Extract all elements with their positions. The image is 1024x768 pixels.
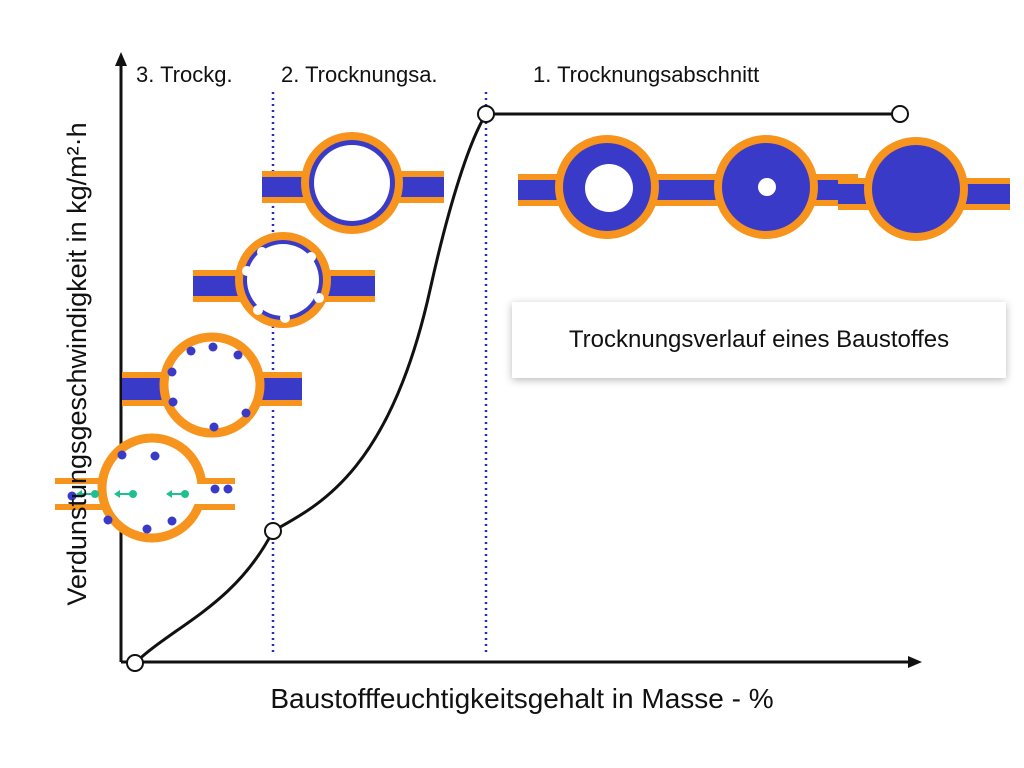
x-axis-arrow [908, 656, 922, 668]
vapor-arrow-icon [114, 490, 137, 498]
y-axis-arrow [115, 52, 127, 66]
stage-label-2: 2. Trocknungsa. [281, 62, 438, 87]
vapor-arrow-icon [76, 490, 99, 498]
pore-stage3-droplets [122, 332, 302, 438]
pore-stage3-evaporation [55, 433, 235, 543]
stage-label-3: 3. Trockg. [136, 62, 233, 87]
caption-text: Trocknungsverlauf eines Baustoffes [568, 326, 950, 353]
curve-point-transition-1-2 [477, 105, 495, 123]
curve-point-transition-2-3 [264, 522, 282, 540]
pore-stage1-saturated [838, 137, 1010, 241]
vapor-arrow-icon [166, 490, 189, 498]
stage-label-1: 1. Trocknungsabschnitt [533, 62, 759, 87]
curve-point-end [891, 105, 909, 123]
y-axis-label: Verdunstungsgeschwindigkeit in kg/m²·h [62, 122, 92, 605]
pore-stage2-thin-film [262, 132, 444, 234]
x-axis-label: Baustofffeuchtigkeitsgehalt in Masse - % [270, 683, 773, 714]
caption-box: Trocknungsverlauf eines Baustoffes [512, 302, 1006, 378]
pore-stage1-small-bubble [676, 135, 858, 239]
curve-point-origin [126, 654, 144, 672]
pore-stage2-film [193, 232, 375, 328]
pore-stage1-large-bubble [518, 135, 688, 239]
drying-curve [133, 112, 900, 665]
